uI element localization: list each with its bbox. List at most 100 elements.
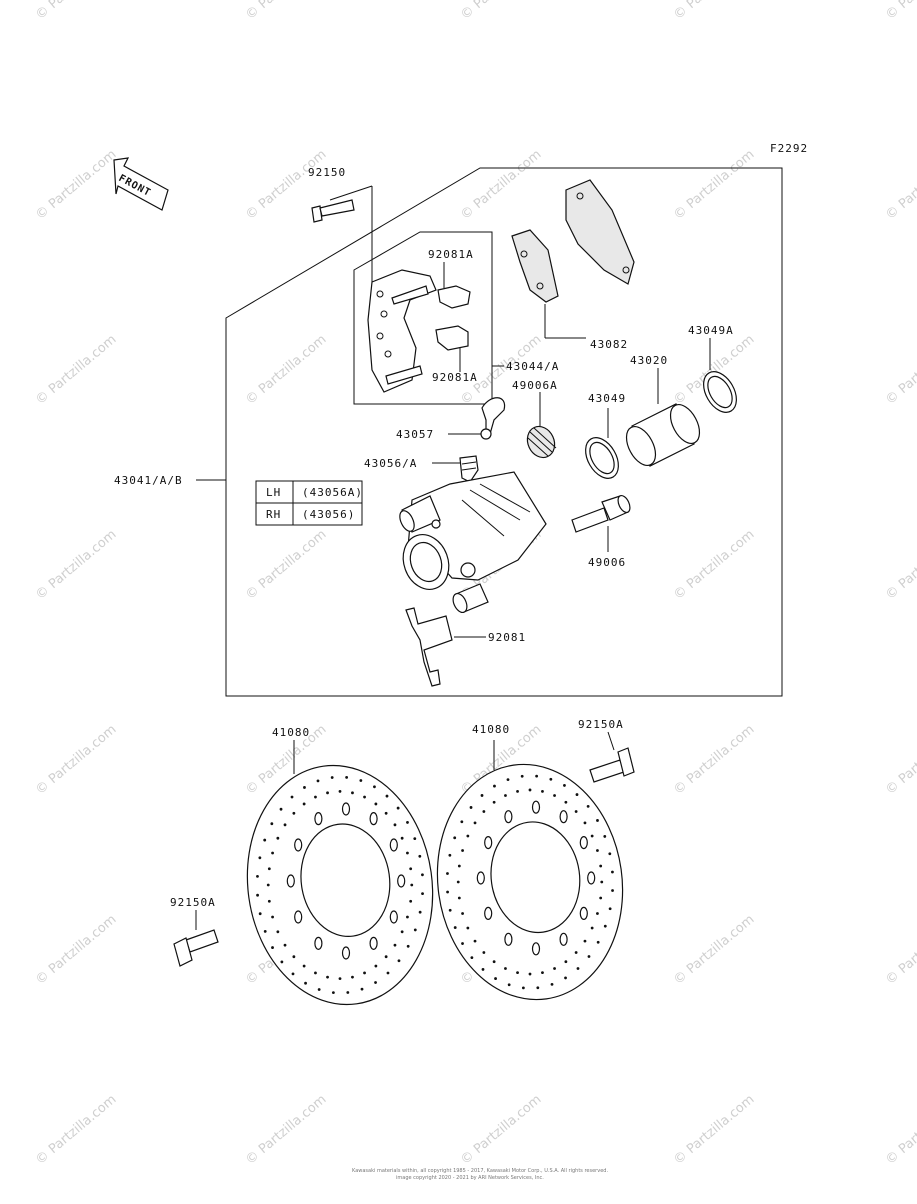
disc-vent-hole: [574, 810, 578, 813]
disc-vent-hole: [271, 946, 274, 949]
disc-vent-hole: [338, 790, 342, 793]
disc-vent-hole: [346, 991, 350, 994]
watermark-text: © Partzilla.com: [243, 332, 329, 408]
pad-spring: [405, 607, 453, 687]
callout-49006: 49006: [588, 556, 626, 569]
disc-vent-hole: [596, 819, 599, 822]
disc-vent-hole: [575, 793, 579, 796]
disc-vent-hole: [326, 975, 329, 979]
disc-vent-hole: [317, 988, 321, 991]
disc-mount-hole: [341, 802, 351, 816]
callout-43057: 43057: [396, 428, 434, 441]
disc-vent-hole: [553, 794, 556, 797]
disc-center-bore: [300, 823, 391, 937]
disc-vent-hole: [384, 955, 388, 959]
footer-copyright: Kawasaki materials within, all copyright…: [352, 1168, 608, 1174]
disc-vent-hole: [302, 802, 306, 806]
dust-boot-a: [526, 425, 557, 459]
disc-vent-hole: [473, 821, 477, 825]
disc-vent-hole: [406, 944, 410, 948]
disc-vent-hole: [385, 794, 389, 798]
disc-vent-hole: [564, 960, 568, 964]
disc-mount-hole: [484, 835, 493, 850]
disc-vent-hole: [406, 915, 409, 919]
disc-vent-hole: [406, 851, 409, 855]
front-arrow-icon: FRONT: [113, 157, 169, 211]
disc-vent-hole: [276, 836, 280, 840]
disc-vent-hole: [409, 899, 413, 903]
disc-vent-hole: [302, 964, 306, 968]
disc-vent-hole: [374, 802, 378, 806]
watermark-text: © Partzilla.com: [33, 527, 119, 603]
disc-vent-hole: [446, 890, 449, 894]
disc-vent-hole: [549, 777, 553, 781]
disc-vent-hole: [448, 908, 452, 912]
disc-vent-hole: [492, 960, 496, 964]
disc-vent-hole: [550, 982, 554, 986]
disc-vent-hole: [466, 834, 470, 838]
disc-vent-hole: [506, 778, 510, 782]
callout-43049a: 43049A: [688, 324, 734, 337]
callout-92150a-right: 92150A: [578, 718, 624, 731]
disc-vent-hole: [461, 912, 464, 915]
disc-vent-hole: [590, 926, 594, 930]
watermark-text: © Partzilla.com: [883, 527, 917, 603]
disc-vent-hole: [507, 983, 511, 987]
watermark-text: © Partzilla.com: [671, 722, 757, 798]
disc-vent-hole: [590, 834, 594, 838]
disc-vent-hole: [263, 838, 267, 842]
disc-vent-hole: [564, 800, 568, 804]
disc-mount-hole: [341, 946, 351, 960]
disc-vent-hole: [528, 788, 532, 792]
disc-mount-hole: [504, 810, 513, 824]
piston-seal: [585, 437, 619, 479]
caliper-body: [399, 471, 547, 614]
watermark-text: © Partzilla.com: [671, 912, 757, 988]
watermark-text: © Partzilla.com: [33, 0, 119, 23]
watermark-text: © Partzilla.com: [243, 1092, 329, 1168]
callout-41080-left: 41080: [272, 726, 310, 739]
disc-vent-hole: [303, 786, 306, 789]
disc-vent-hole: [396, 806, 400, 810]
disc-vent-hole: [413, 837, 417, 841]
disc-vent-hole: [535, 774, 539, 778]
disc-vent-hole: [330, 776, 334, 779]
leader-lines: [195, 185, 711, 930]
disc-vent-hole: [599, 896, 603, 900]
disc-vent-hole: [386, 971, 390, 975]
watermark-text: © Partzilla.com: [883, 0, 917, 23]
disc-vent-hole: [482, 951, 486, 954]
disc-vent-hole: [470, 956, 474, 960]
piston-seal-a: [703, 371, 737, 413]
disc-vent-hole: [292, 955, 296, 959]
disc-mount-hole: [484, 906, 493, 921]
disc-vent-hole: [574, 951, 578, 954]
disc-vent-hole: [481, 968, 485, 971]
disc-vent-hole: [314, 971, 317, 975]
bleeder-valve: [459, 455, 479, 483]
caliper-bracket: [367, 269, 437, 393]
disc-vent-hole: [256, 874, 259, 878]
disc-mount-hole: [579, 906, 588, 921]
disc-mount-hole: [476, 871, 485, 885]
bolt-92150a-left: [173, 929, 219, 967]
disc-mount-hole: [531, 800, 541, 814]
watermark-text: © Partzilla.com: [883, 912, 917, 988]
disc-vent-hole: [583, 939, 587, 943]
disc-mount-hole: [397, 874, 406, 888]
disc-vent-hole: [279, 807, 283, 811]
table-side-lh: LH: [266, 486, 281, 499]
watermark-text: © Partzilla.com: [33, 332, 119, 408]
callout-92081a-upper: 92081A: [428, 248, 474, 261]
watermark-text: © Partzilla.com: [458, 1092, 544, 1168]
disc-mount-hole: [294, 838, 303, 852]
callout-49006a: 49006A: [512, 379, 558, 392]
callout-43056-a: 43056/A: [364, 457, 417, 470]
disc-vent-hole: [492, 800, 496, 804]
watermark-text: © Partzilla.com: [671, 527, 757, 603]
table-part-lh: (43056A): [302, 486, 363, 499]
table-side-rh: RH: [266, 508, 281, 521]
callout-92150: 92150: [308, 166, 346, 179]
